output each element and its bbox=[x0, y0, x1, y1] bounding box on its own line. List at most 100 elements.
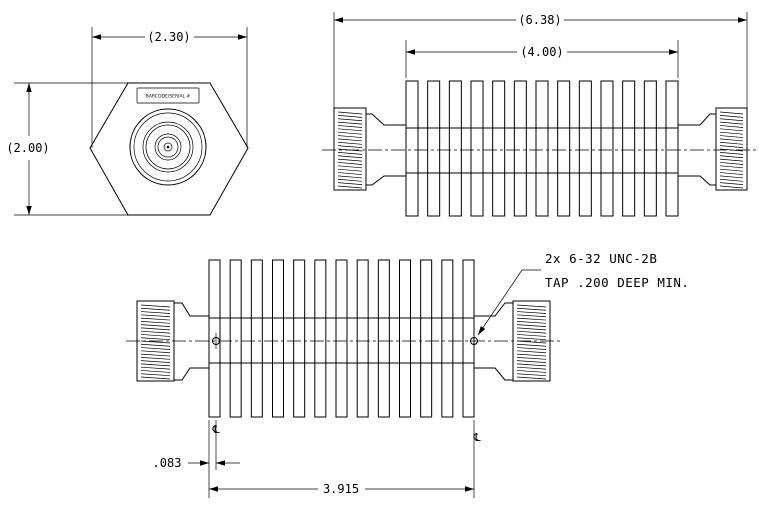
bottom-left-thread bbox=[140, 327, 171, 331]
top-right-thread bbox=[719, 168, 744, 172]
bottom-right-thread bbox=[516, 330, 547, 334]
bottom-right-thread bbox=[516, 357, 547, 360]
heat-sink-fins-bottom bbox=[208, 259, 475, 418]
top-right-thread bbox=[719, 178, 744, 182]
hex-body bbox=[89, 82, 249, 216]
top-fin-9 bbox=[578, 80, 592, 217]
width-dimension-text: (2.30) bbox=[147, 30, 190, 44]
top-fin-7 bbox=[535, 80, 549, 217]
connector-face bbox=[129, 108, 207, 186]
top-fin-5 bbox=[492, 80, 506, 217]
bottom-right-thread bbox=[516, 334, 547, 337]
bottom-right-thread bbox=[516, 311, 547, 314]
bottom-left-thread bbox=[140, 343, 171, 347]
bottom-left-thread bbox=[140, 337, 171, 341]
bottom-right-thread bbox=[516, 307, 547, 311]
bottom-right-thread bbox=[516, 324, 547, 327]
bottom-left-thread bbox=[140, 370, 171, 373]
top-side-view: (6.38) (4.00) bbox=[322, 12, 757, 217]
bottom-left-thread bbox=[140, 376, 171, 380]
bottom-left-thread bbox=[140, 321, 171, 324]
top-left-thread bbox=[337, 135, 363, 138]
top-left-thread bbox=[337, 182, 363, 186]
bottom-right-thread bbox=[516, 314, 547, 318]
top-right-thread bbox=[719, 182, 744, 186]
bottom-fin-12 bbox=[441, 259, 454, 418]
bottom-fin-11 bbox=[420, 259, 433, 418]
top-left-thread bbox=[337, 155, 363, 159]
top-right-thread bbox=[719, 138, 744, 142]
bottom-left-thread bbox=[140, 307, 171, 311]
bottom-right-thread bbox=[516, 373, 547, 377]
top-right-thread bbox=[719, 145, 744, 149]
bottom-left-thread bbox=[140, 360, 171, 363]
bottom-left-thread bbox=[140, 334, 171, 337]
top-right-thread bbox=[719, 158, 744, 162]
bottom-left-thread bbox=[140, 350, 171, 354]
top-left-thread bbox=[337, 128, 363, 132]
top-left-thread bbox=[337, 131, 363, 135]
top-left-thread bbox=[337, 152, 363, 155]
body-core-bottom bbox=[208, 317, 475, 364]
top-left-thread bbox=[337, 115, 363, 118]
bottom-fin-3 bbox=[250, 259, 263, 418]
top-right-thread bbox=[719, 162, 744, 165]
bottom-right-thread bbox=[516, 304, 547, 308]
left-connector-threads bbox=[337, 111, 363, 189]
top-right-thread bbox=[719, 121, 744, 125]
bottom-left-thread bbox=[140, 357, 171, 360]
label-plate-text: BARCODE/SERIAL # bbox=[146, 94, 191, 100]
top-left-thread bbox=[337, 175, 363, 179]
top-left-thread bbox=[337, 111, 363, 115]
end-view: (2.30) (2.00) BARCODE/SERIAL # bbox=[6, 27, 249, 216]
top-left-thread bbox=[337, 158, 363, 162]
left-connector-threads-bottom bbox=[140, 304, 171, 380]
bottom-right-thread bbox=[516, 370, 547, 373]
bottom-right-thread bbox=[516, 343, 547, 347]
top-left-thread bbox=[337, 125, 363, 128]
bottom-left-thread bbox=[140, 347, 171, 350]
bottom-fin-9 bbox=[377, 259, 390, 418]
bottom-side-view: 2x 6-32 UNC-2B TAP .200 DEEP MIN. ℄ ℄ .0… bbox=[126, 251, 689, 498]
top-left-thread bbox=[337, 145, 363, 149]
top-fin-13 bbox=[665, 80, 679, 217]
top-fin-2 bbox=[427, 80, 441, 217]
bottom-left-thread bbox=[140, 317, 171, 321]
bottom-left-thread bbox=[140, 311, 171, 314]
bottom-fin-13 bbox=[462, 259, 475, 418]
spacing-dimension-text: 3.915 bbox=[323, 482, 359, 496]
right-connector bbox=[715, 107, 748, 191]
tap-note-line2: TAP .200 DEEP MIN. bbox=[545, 275, 689, 290]
bottom-fin-7 bbox=[335, 259, 348, 418]
top-left-thread bbox=[337, 172, 363, 175]
top-right-thread bbox=[719, 131, 744, 135]
offset-dimension-text: .083 bbox=[153, 456, 182, 470]
bottom-left-thread bbox=[140, 373, 171, 377]
tap-note-line1: 2x 6-32 UNC-2B bbox=[545, 251, 657, 266]
bottom-right-thread bbox=[516, 347, 547, 350]
bottom-right-thread bbox=[516, 366, 547, 370]
top-right-thread bbox=[719, 118, 744, 122]
top-fin-12 bbox=[643, 80, 657, 217]
bottom-right-thread bbox=[516, 337, 547, 341]
bottom-fin-8 bbox=[356, 259, 369, 418]
top-right-thread bbox=[719, 125, 744, 128]
bottom-right-thread bbox=[516, 321, 547, 324]
fin-dimension-text: (4.00) bbox=[520, 45, 563, 59]
bottom-left-thread bbox=[140, 330, 171, 334]
bottom-right-thread bbox=[516, 353, 547, 357]
bottom-right-thread bbox=[516, 350, 547, 354]
top-left-thread bbox=[337, 141, 363, 145]
bottom-left-thread bbox=[140, 353, 171, 357]
height-dimension-text: (2.00) bbox=[6, 141, 49, 155]
top-left-thread bbox=[337, 118, 363, 122]
bottom-right-thread bbox=[516, 327, 547, 331]
bottom-right-thread bbox=[516, 317, 547, 321]
bottom-left-thread bbox=[140, 324, 171, 327]
overall-dimension-text: (6.38) bbox=[518, 13, 561, 27]
top-fin-6 bbox=[513, 80, 527, 217]
top-right-thread bbox=[719, 152, 744, 155]
bottom-left-thread bbox=[140, 304, 171, 308]
top-fin-3 bbox=[448, 80, 462, 217]
